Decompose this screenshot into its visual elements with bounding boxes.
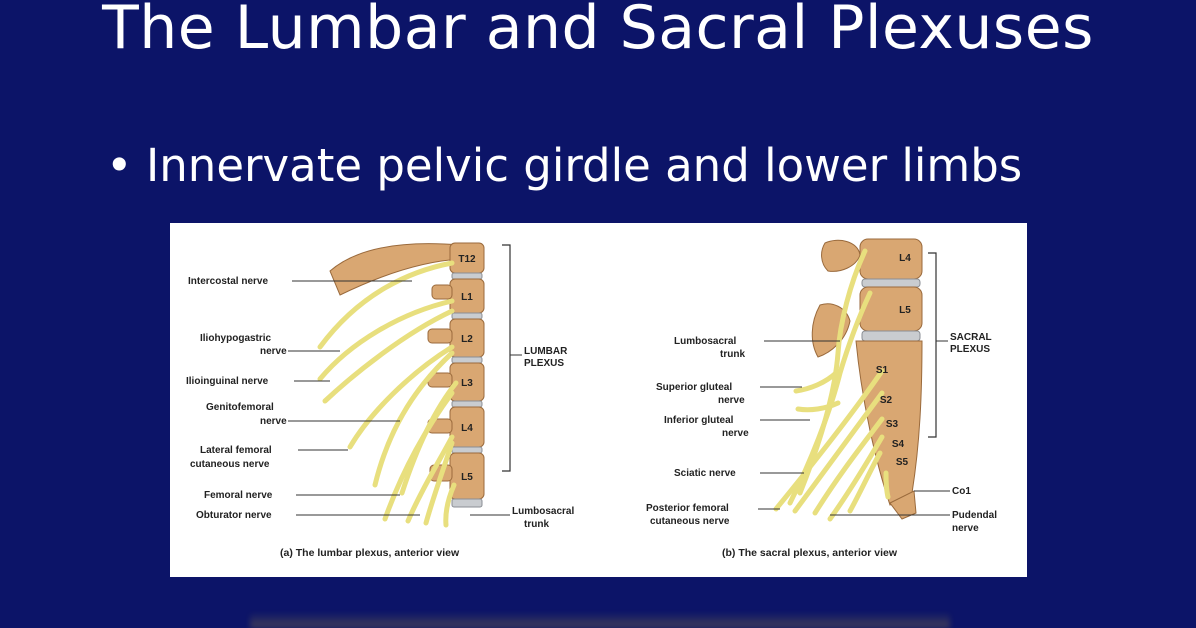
bullet-text: Innervate pelvic girdle and lower limbs <box>146 139 1023 192</box>
iliohypogastric-nerve-label: Iliohypogastric <box>200 333 272 344</box>
genitofemoral-nerve-label: Genitofemoral <box>206 402 274 413</box>
lumbar-plexus-label: LUMBAR <box>524 346 568 357</box>
nerve <box>795 400 841 413</box>
obturator-nerve-label: Obturator nerve <box>196 510 272 521</box>
disc <box>451 312 483 320</box>
slide-title: The Lumbar and Sacral Plexuses <box>102 0 1094 63</box>
lumbosacral-trunk-label: Lumbosacral <box>512 506 574 517</box>
nerve <box>443 482 457 528</box>
vertebra-label: S3 <box>886 419 899 430</box>
posterior-femoral-cutaneous-nerve-label: Posterior femoral <box>646 503 729 514</box>
disc <box>451 446 483 454</box>
plexus-diagram: T12 L1 L2 L3 L4 L5 LUMBAR PLEXUS Interco… <box>186 238 997 559</box>
coccygeal-label: Co1 <box>952 486 971 497</box>
inferior-gluteal-nerve-label: Inferior gluteal <box>664 415 734 426</box>
bullet-marker: • <box>106 139 133 192</box>
lateral-femoral-cutaneous-nerve-label: Lateral femoral <box>200 445 272 456</box>
superior-gluteal-nerve-label: nerve <box>718 395 745 406</box>
lumbar-figure-caption: (a) The lumbar plexus, anterior view <box>280 547 460 559</box>
disc <box>451 400 483 408</box>
sciatic-nerve-label: Sciatic nerve <box>674 468 736 479</box>
coccyx <box>889 490 917 520</box>
vertebra-label: L1 <box>461 292 473 303</box>
sacral-figure-caption: (b) The sacral plexus, anterior view <box>722 547 898 559</box>
nerve <box>372 350 455 488</box>
vertebra-label: T12 <box>458 254 476 265</box>
posterior-femoral-cutaneous-nerve-label: cutaneous nerve <box>650 516 730 527</box>
intercostal-nerve-label: Intercostal nerve <box>188 276 268 287</box>
vertebra-label: L3 <box>461 378 473 389</box>
nerve <box>423 440 455 526</box>
vertebra-label: L5 <box>899 305 911 316</box>
nerve <box>847 450 883 514</box>
disc <box>451 498 483 508</box>
lumbosacral-trunk-label: trunk <box>720 349 745 360</box>
lumbosacral-trunk-label: trunk <box>524 519 549 530</box>
nerve <box>399 380 459 496</box>
sacral-plexus-label: SACRAL <box>950 332 992 343</box>
ilioinguinal-nerve-label: Ilioinguinal nerve <box>186 376 269 387</box>
bottom-text-fragment <box>250 612 950 628</box>
vertebra-label: L4 <box>899 253 911 264</box>
sacral-plexus-illustration: L4 L5 S1 S2 S3 S4 S5 SACRAL PLEXUS Lumbo… <box>646 238 997 559</box>
sacral-plexus-label: PLEXUS <box>950 344 990 355</box>
nerve <box>793 370 839 394</box>
plexus-figure: T12 L1 L2 L3 L4 L5 LUMBAR PLEXUS Interco… <box>170 223 1027 577</box>
process <box>431 284 453 300</box>
vertebra-label: L2 <box>461 334 473 345</box>
nerve <box>405 434 455 524</box>
vertebra-label: S5 <box>896 457 909 468</box>
disc <box>451 272 483 280</box>
sacral-plexus-bracket <box>928 252 937 438</box>
process <box>427 328 453 344</box>
nerve <box>773 368 885 512</box>
disc <box>451 356 483 364</box>
nerve <box>883 470 891 500</box>
lumbar-plexus-label: PLEXUS <box>524 358 564 369</box>
lumbar-plexus-bracket <box>502 244 511 472</box>
vertebra-label: S4 <box>892 439 905 450</box>
pudendal-nerve-label: nerve <box>952 523 979 534</box>
lumbar-plexus-illustration: T12 L1 L2 L3 L4 L5 LUMBAR PLEXUS Interco… <box>186 242 574 559</box>
nerve <box>347 344 455 450</box>
pudendal-nerve-label: Pudendal <box>952 510 997 521</box>
inferior-gluteal-nerve-label: nerve <box>722 428 749 439</box>
vertebra-label: L4 <box>461 423 473 434</box>
nerve <box>812 416 885 516</box>
lumbosacral-trunk-label: Lumbosacral <box>674 336 736 347</box>
nerve <box>792 390 885 514</box>
lateral-femoral-cutaneous-nerve-label: cutaneous nerve <box>190 459 270 470</box>
bullet-item: •Innervate pelvic girdle and lower limbs <box>106 138 1022 194</box>
disc <box>861 330 921 342</box>
nerve <box>317 298 455 382</box>
iliohypogastric-nerve-label: nerve <box>260 346 287 357</box>
disc <box>861 278 921 288</box>
ilium <box>821 239 861 272</box>
vertebra-label: L5 <box>461 472 473 483</box>
genitofemoral-nerve-label: nerve <box>260 416 287 427</box>
vertebra-label: S1 <box>876 365 889 376</box>
vertebra-l4 <box>859 238 923 280</box>
nerve <box>317 260 455 350</box>
nerve <box>827 434 885 522</box>
nerve <box>322 308 455 404</box>
sacral-nerves <box>773 248 891 522</box>
superior-gluteal-nerve-label: Superior gluteal <box>656 382 732 393</box>
lumbar-nerves <box>317 260 459 528</box>
vertebra-label: S2 <box>880 395 893 406</box>
femoral-nerve-label: Femoral nerve <box>204 490 273 501</box>
